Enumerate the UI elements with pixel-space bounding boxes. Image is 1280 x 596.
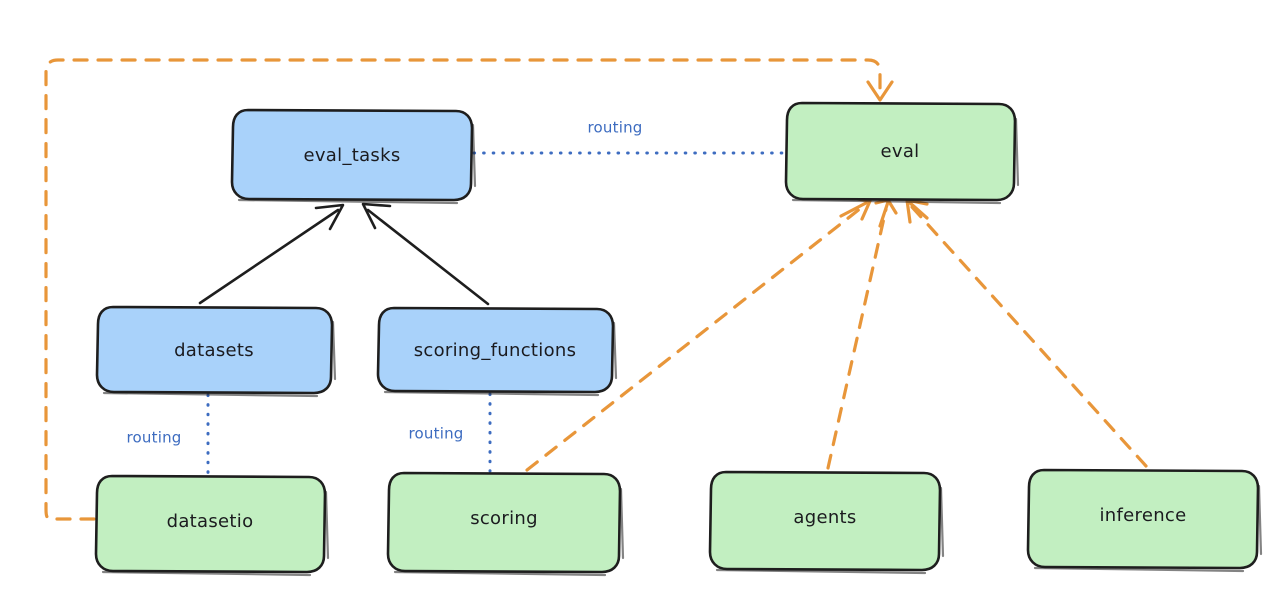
edge-label-routing-eval-tasks-eval: routing <box>588 119 643 137</box>
edge-datasets-to-eval-tasks[interactable] <box>198 203 345 305</box>
node-label-scoring: scoring <box>470 508 538 529</box>
node-eval-tasks[interactable]: eval_tasks <box>230 108 477 205</box>
node-label-datasetio: datasetio <box>167 511 254 532</box>
node-scoring-functions[interactable]: scoring_functions <box>376 306 618 397</box>
node-agents[interactable]: agents <box>708 470 945 575</box>
edge-label-layer: routing routing routing <box>127 119 643 447</box>
node-label-inference: inference <box>1100 505 1187 526</box>
node-scoring[interactable]: scoring <box>386 471 625 577</box>
node-datasetio[interactable]: datasetio <box>94 474 330 577</box>
edge-agents-to-eval[interactable] <box>826 198 898 470</box>
node-eval[interactable]: eval <box>784 101 1020 205</box>
node-label-eval: eval <box>881 141 920 162</box>
edge-inference-to-eval[interactable] <box>905 198 1148 468</box>
node-label-scoring-functions: scoring_functions <box>414 340 577 361</box>
node-layer: eval_tasks eval datasets scor <box>94 101 1263 577</box>
edge-datasetio-to-eval[interactable] <box>44 58 894 521</box>
edge-label-routing-datasets-datasetio: routing <box>127 429 182 447</box>
edge-scoring-functions-to-eval-tasks[interactable] <box>361 202 490 306</box>
node-label-datasets: datasets <box>174 340 254 361</box>
node-datasets[interactable]: datasets <box>95 305 337 398</box>
node-label-agents: agents <box>793 507 856 528</box>
node-label-eval-tasks: eval_tasks <box>303 145 400 166</box>
edge-label-routing-scoring-functions-scoring: routing <box>409 425 464 443</box>
node-inference[interactable]: inference <box>1026 468 1263 573</box>
